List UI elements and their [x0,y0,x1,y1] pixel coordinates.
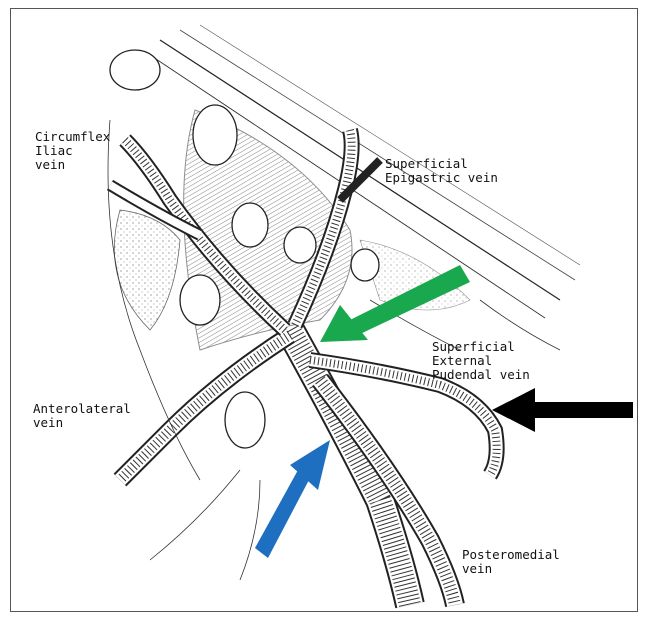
label-line: Anterolateral [33,402,131,416]
label-line: Superficial [385,157,498,171]
label-line: Iliac [35,144,110,158]
label-line: Posteromedial [462,548,560,562]
label-line: Pudendal vein [432,368,530,382]
anterolateral-vein [120,335,290,480]
label-line: vein [35,158,110,172]
label-line: Epigastric vein [385,171,498,185]
label-line: vein [462,562,560,576]
black-arrow [492,388,633,432]
label-line: Circumflex [35,130,110,144]
label-line: Superficial [432,340,530,354]
label-line: vein [33,416,131,430]
label-line: External [432,354,530,368]
blue-arrow [255,440,330,558]
